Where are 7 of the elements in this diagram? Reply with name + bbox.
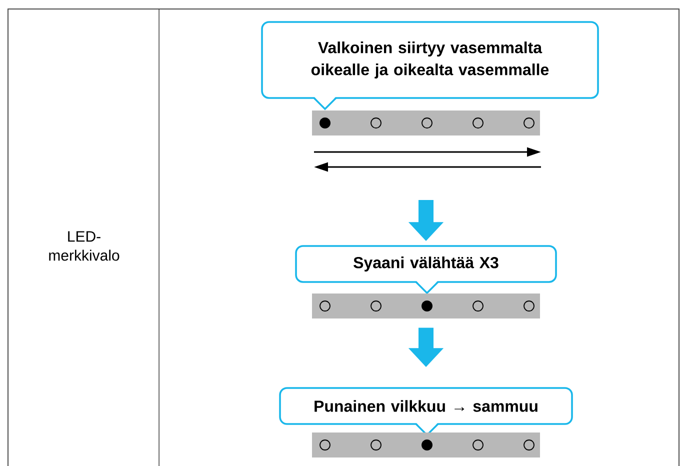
row-label: LED-merkkivalo: [49, 231, 120, 261]
callout-bubble: Syaani välähtää X3: [295, 245, 557, 294]
led-strip: [312, 432, 540, 458]
led-strip: [312, 294, 540, 318]
led-strip: [312, 110, 540, 136]
callout-bubble: Punainen vilkkuu → sammuu: [279, 387, 573, 436]
callout-bubble: Valkoinen siirtyy vasemmalta oikealle ja oikealta vasemmalle: [261, 21, 599, 110]
